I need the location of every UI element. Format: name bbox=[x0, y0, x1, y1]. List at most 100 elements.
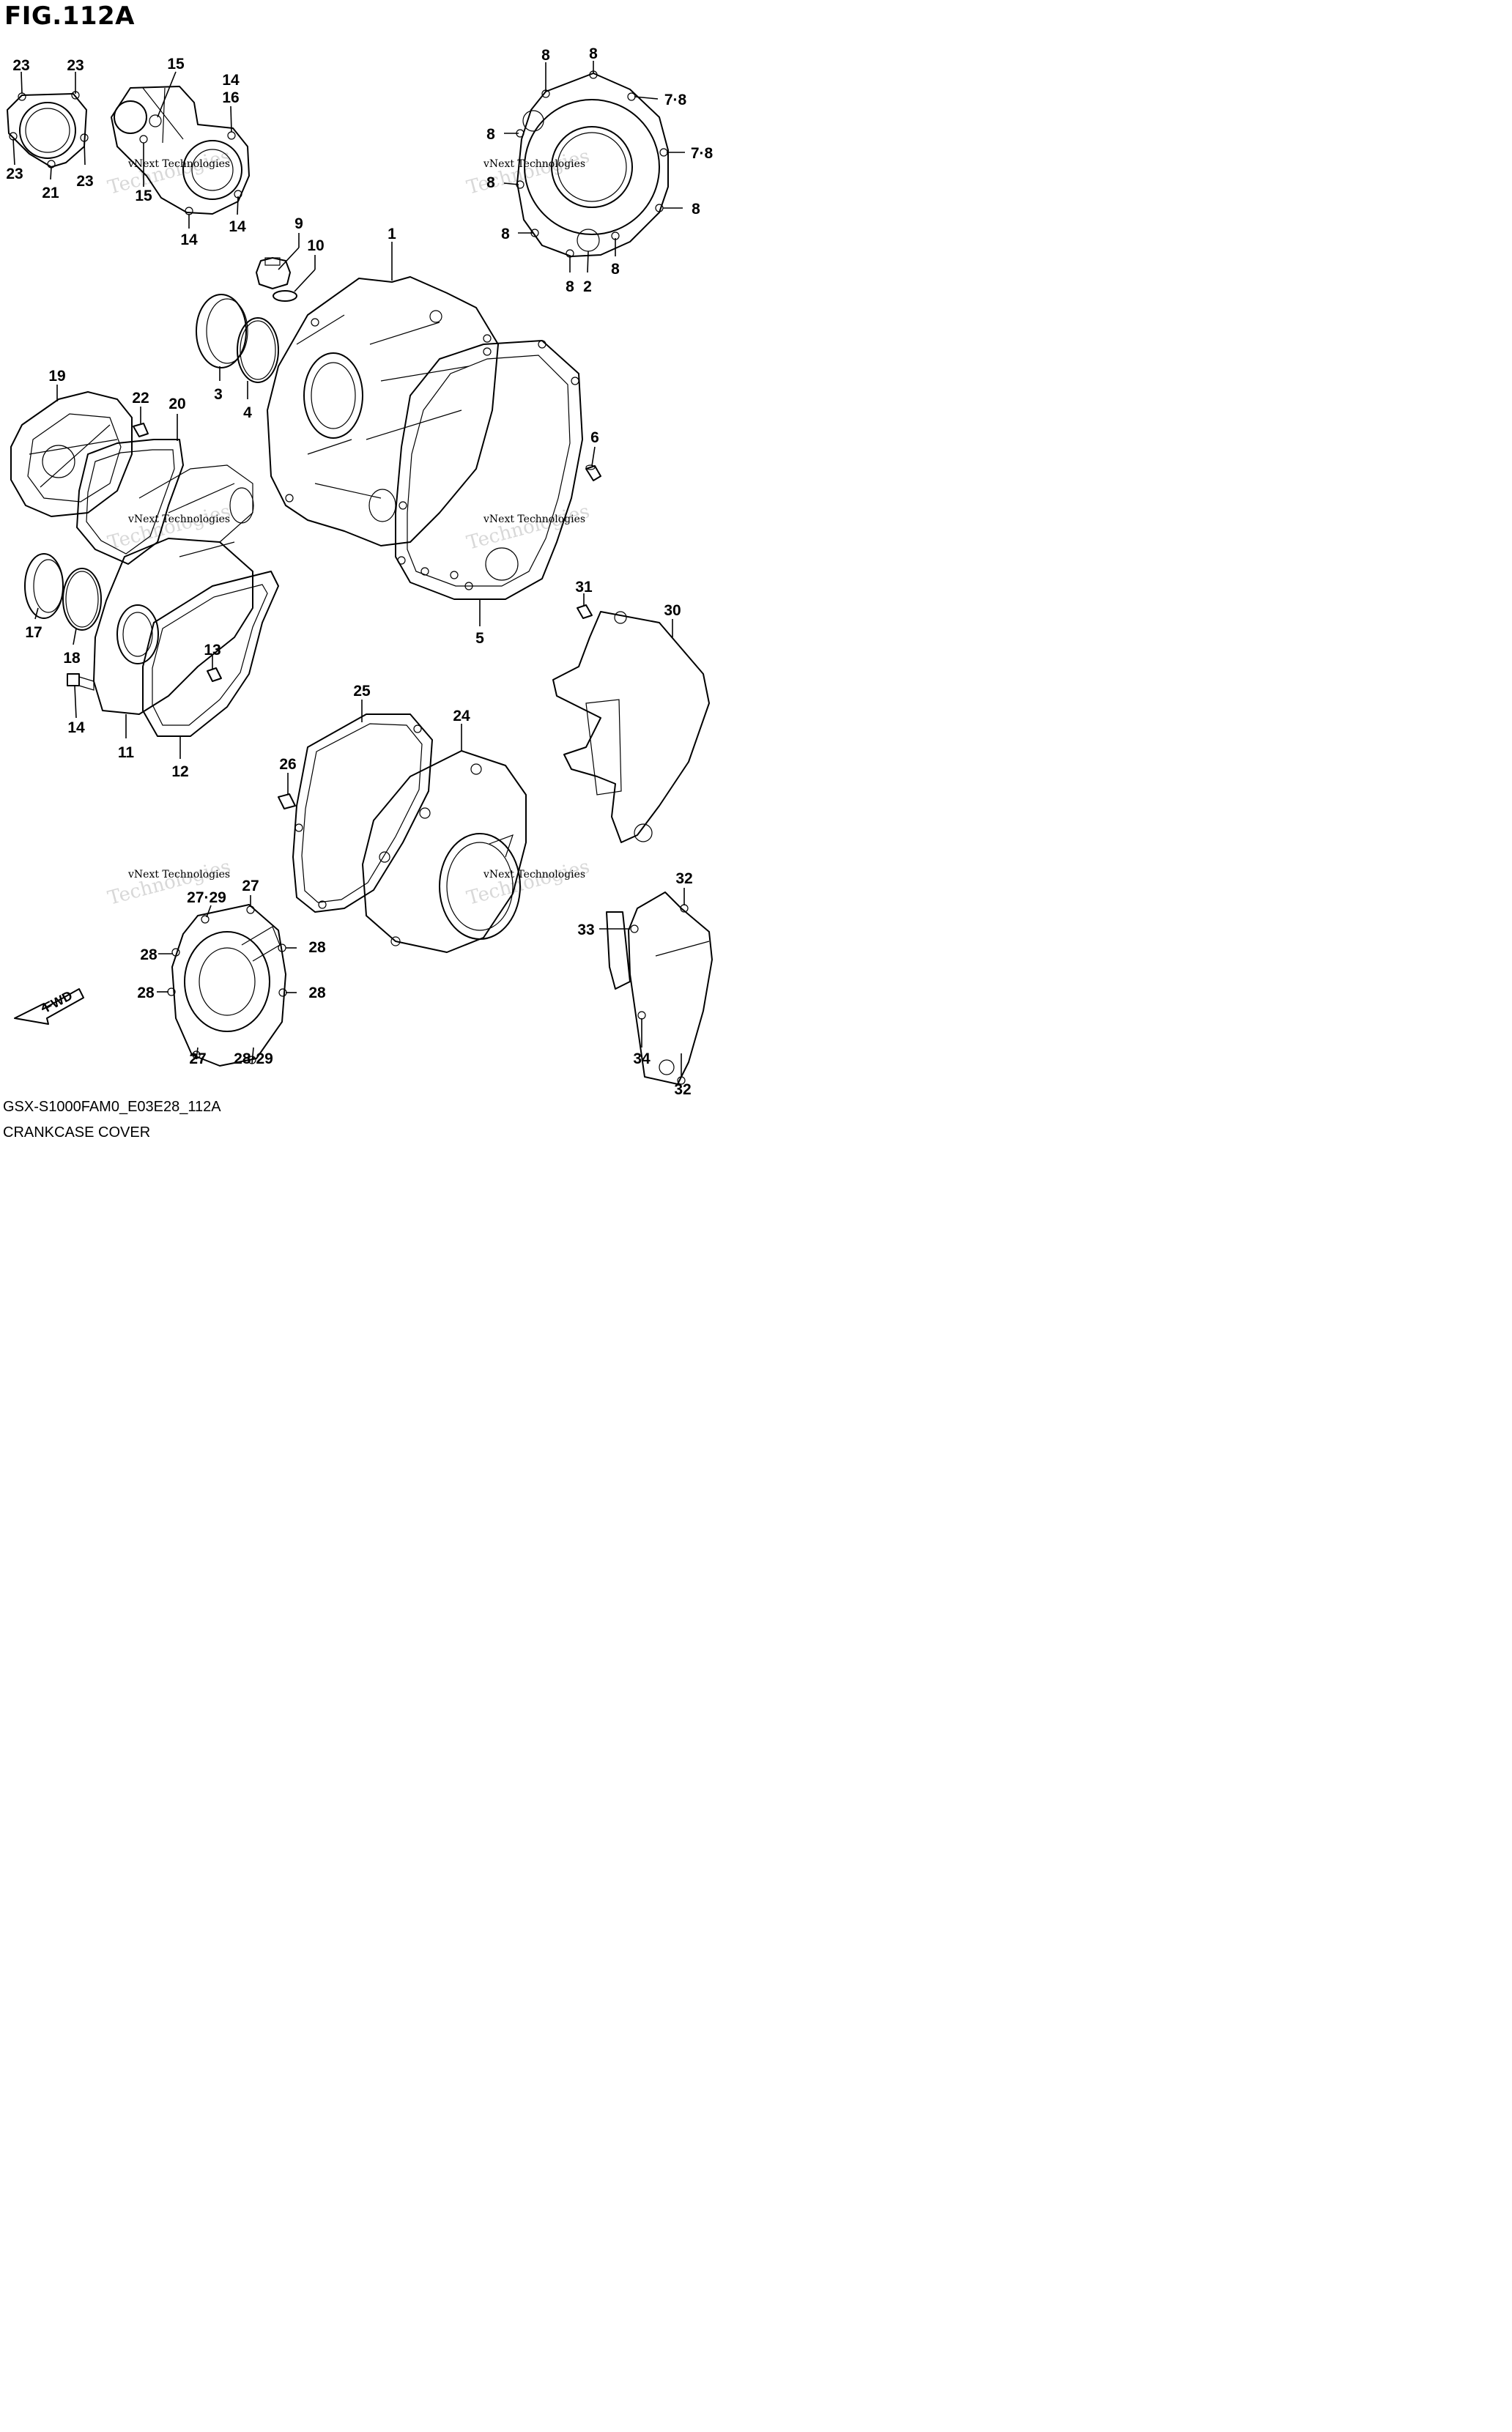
svg-text:Technologies: Technologies bbox=[464, 500, 592, 555]
callout-label: 24 bbox=[453, 708, 470, 724]
callout-label: 20 bbox=[168, 396, 185, 412]
part-5-gasket bbox=[395, 340, 583, 600]
callout-label: 2 bbox=[583, 278, 592, 295]
parts-diagram-page: FIG.112A Technologies vNext Technologies… bbox=[0, 0, 714, 1149]
callout-label: 15 bbox=[135, 188, 152, 204]
svg-text:vNext Technologies: vNext Technologies bbox=[127, 869, 230, 881]
callout-label: 28 bbox=[140, 946, 158, 963]
part-11-clutch-cover bbox=[93, 464, 254, 715]
callout-label: 9 bbox=[294, 215, 303, 232]
watermark-mid-right: Technologies vNext Technologies bbox=[464, 500, 592, 555]
callout-label: 3 bbox=[214, 386, 223, 403]
callout-label: 14 bbox=[67, 719, 85, 736]
svg-text:vNext Technologies: vNext Technologies bbox=[483, 869, 585, 881]
part-13-dowel-pin bbox=[207, 667, 222, 682]
part-19-cover bbox=[10, 391, 133, 517]
callout-label: 33 bbox=[577, 922, 594, 938]
callout-label: 28 bbox=[137, 985, 155, 1001]
part-4-o-ring bbox=[237, 317, 279, 383]
watermark-bottom-right: Technologies vNext Technologies bbox=[464, 856, 592, 910]
callout-label: 8 bbox=[589, 45, 598, 62]
callout-label: 1 bbox=[388, 226, 396, 242]
callout-labels: 23 23 23 23 21 15 15 14 16 14 14 8 8 7·8… bbox=[6, 45, 713, 1098]
part-1-crankcase-cover bbox=[267, 276, 499, 546]
part-17-oil-seal bbox=[24, 553, 64, 619]
part-14-bolt bbox=[67, 673, 94, 691]
callout-label: 7·8 bbox=[691, 145, 714, 162]
callout-label: 31 bbox=[575, 579, 593, 596]
part-6-dowel-pin bbox=[585, 464, 601, 481]
callout-label: 8 bbox=[486, 174, 495, 191]
callout-label: 27·29 bbox=[187, 889, 226, 906]
callout-label: 8 bbox=[501, 226, 510, 242]
part-30-cover bbox=[552, 611, 710, 843]
callout-label: 23 bbox=[76, 173, 93, 190]
part-31-dowel-pin bbox=[577, 604, 593, 619]
callout-label: 10 bbox=[307, 237, 324, 254]
callout-label: 12 bbox=[171, 763, 188, 780]
part-27-cover bbox=[167, 904, 287, 1067]
figure-title: FIG.112A bbox=[4, 1, 135, 31]
section-name: CRANKCASE COVER bbox=[3, 1124, 151, 1141]
callout-label: 27 bbox=[189, 1050, 206, 1067]
fwd-direction-arrow: FWD bbox=[14, 988, 84, 1025]
callout-label: 28 bbox=[308, 985, 326, 1001]
svg-text:vNext Technologies: vNext Technologies bbox=[483, 158, 585, 170]
part-18-o-ring bbox=[62, 568, 102, 631]
part-24-cover bbox=[362, 750, 527, 953]
callout-label: 8 bbox=[611, 261, 620, 278]
callout-label: 17 bbox=[25, 624, 42, 641]
part-33-sensor bbox=[606, 911, 631, 990]
callout-label: 32 bbox=[675, 870, 692, 887]
callout-label: 8 bbox=[566, 278, 574, 295]
part-12-gasket bbox=[142, 571, 279, 737]
callout-label: 6 bbox=[590, 429, 599, 446]
svg-text:vNext Technologies: vNext Technologies bbox=[483, 514, 585, 525]
callout-label: 23 bbox=[67, 57, 84, 74]
svg-text:vNext Technologies: vNext Technologies bbox=[127, 514, 230, 525]
fwd-label: FWD bbox=[41, 988, 75, 1015]
callout-label: 18 bbox=[63, 650, 81, 667]
watermark-mid-left: Technologies vNext Technologies bbox=[105, 500, 233, 555]
svg-text:Technologies: Technologies bbox=[105, 500, 233, 555]
callout-label: 26 bbox=[279, 756, 296, 773]
callout-label: 4 bbox=[243, 404, 252, 421]
part-10-o-ring bbox=[273, 290, 297, 302]
callout-label: 23 bbox=[12, 57, 29, 74]
callout-label: 14 bbox=[180, 231, 198, 248]
callout-label: 7·8 bbox=[664, 92, 687, 108]
part-3-oil-seal bbox=[196, 294, 248, 368]
part-9-oil-filler-cap bbox=[256, 257, 291, 289]
model-code: GSX-S1000FAM0_E03E28_112A bbox=[3, 1099, 221, 1115]
callout-label: 23 bbox=[6, 166, 23, 182]
callout-label: 14 bbox=[222, 72, 240, 89]
callout-label: 34 bbox=[633, 1050, 651, 1067]
callout-label: 21 bbox=[42, 185, 59, 201]
callout-label: 13 bbox=[204, 642, 220, 659]
exploded-parts-diagram: Technologies vNext Technologies Technolo… bbox=[6, 45, 713, 1098]
svg-text:vNext Technologies: vNext Technologies bbox=[127, 158, 230, 170]
part-20-gasket bbox=[76, 439, 184, 565]
callout-label: 16 bbox=[222, 89, 239, 106]
callout-label: 8 bbox=[486, 126, 495, 143]
callout-label: 19 bbox=[48, 368, 65, 385]
callout-label: 28 bbox=[308, 939, 326, 956]
callout-label: 32 bbox=[674, 1081, 691, 1098]
callout-label: 22 bbox=[132, 390, 149, 407]
callout-label: 15 bbox=[167, 56, 185, 73]
callout-label: 5 bbox=[475, 630, 484, 647]
part-25-gasket bbox=[292, 713, 433, 913]
callout-label: 11 bbox=[118, 744, 135, 761]
callout-label: 28·29 bbox=[234, 1050, 273, 1067]
leader-lines bbox=[12, 61, 685, 1077]
callout-label: 30 bbox=[664, 602, 681, 619]
callout-label: 8 bbox=[541, 47, 550, 64]
part-22-dowel-pin bbox=[133, 423, 149, 437]
part-26-dowel-pin bbox=[278, 793, 296, 809]
callout-label: 14 bbox=[229, 218, 246, 235]
callout-label: 27 bbox=[242, 878, 259, 894]
callout-label: 8 bbox=[692, 201, 700, 218]
part-21-small-cover bbox=[7, 91, 89, 168]
svg-text:Technologies: Technologies bbox=[464, 856, 592, 910]
callout-label: 25 bbox=[353, 683, 371, 700]
